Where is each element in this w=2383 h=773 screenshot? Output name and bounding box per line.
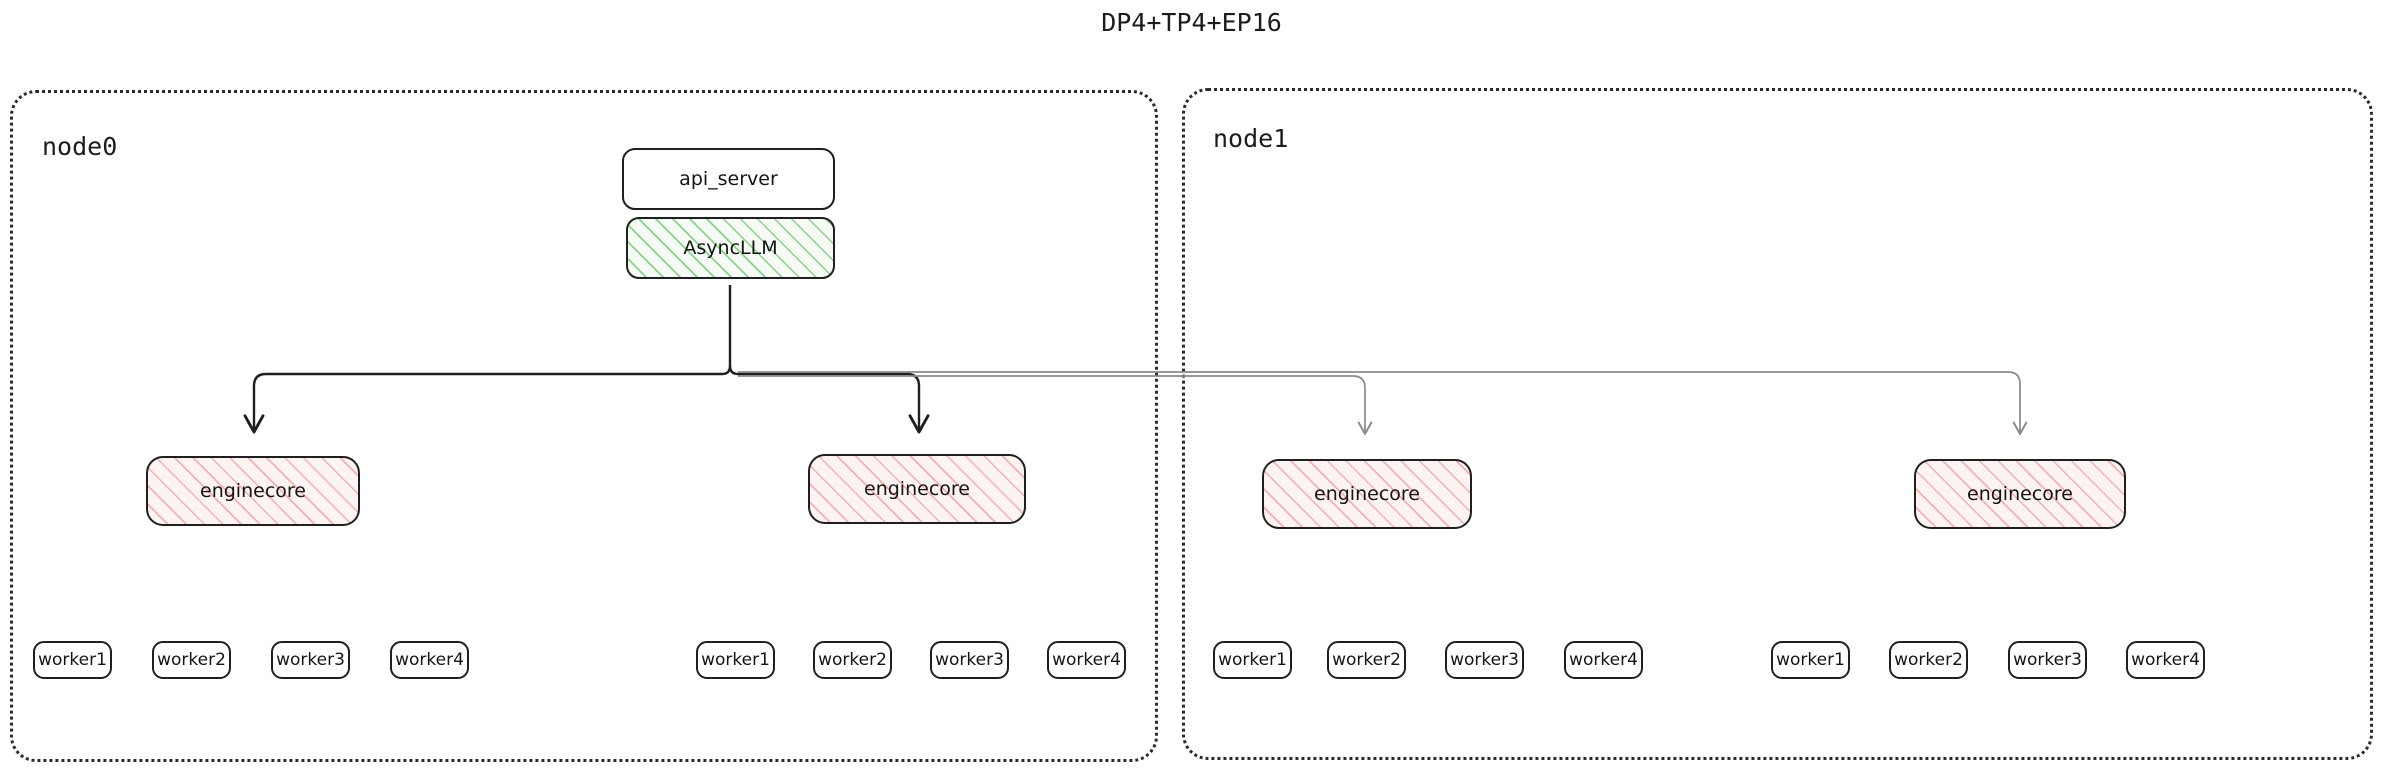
worker-box[interactable]: worker3 <box>1445 641 1524 679</box>
worker-box[interactable]: worker3 <box>271 641 350 679</box>
api-server-box[interactable]: api_server <box>622 148 835 210</box>
worker-box[interactable]: worker2 <box>1889 641 1968 679</box>
enginecore-box[interactable]: enginecore <box>1914 459 2126 529</box>
worker-box[interactable]: worker2 <box>1327 641 1406 679</box>
async-llm-box[interactable]: AsyncLLM <box>626 217 835 279</box>
node-label-node1: node1 <box>1213 124 1289 153</box>
worker-box[interactable]: worker2 <box>813 641 892 679</box>
worker-box[interactable]: worker3 <box>2008 641 2087 679</box>
node-label-node0: node0 <box>42 132 118 161</box>
enginecore-box[interactable]: enginecore <box>808 454 1026 524</box>
worker-box[interactable]: worker1 <box>1771 641 1850 679</box>
enginecore-box[interactable]: enginecore <box>146 456 360 526</box>
worker-box[interactable]: worker4 <box>1047 641 1126 679</box>
worker-box[interactable]: worker4 <box>1564 641 1643 679</box>
worker-box[interactable]: worker2 <box>152 641 231 679</box>
page-title: DP4+TP4+EP16 <box>1101 8 1282 37</box>
enginecore-box[interactable]: enginecore <box>1262 459 1472 529</box>
worker-box[interactable]: worker4 <box>390 641 469 679</box>
worker-box[interactable]: worker1 <box>696 641 775 679</box>
worker-box[interactable]: worker3 <box>930 641 1009 679</box>
worker-box[interactable]: worker1 <box>33 641 112 679</box>
worker-box[interactable]: worker1 <box>1213 641 1292 679</box>
worker-box[interactable]: worker4 <box>2126 641 2205 679</box>
